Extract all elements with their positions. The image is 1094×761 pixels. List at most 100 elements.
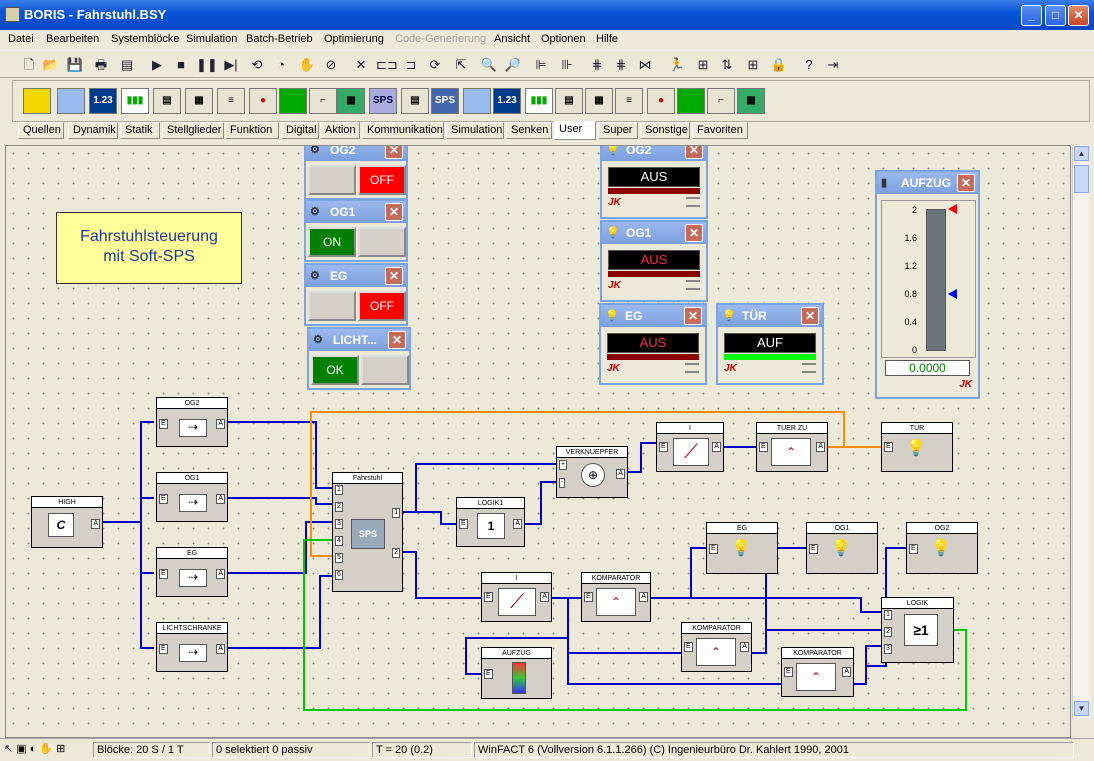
bicolor2-block-icon[interactable] — [677, 88, 705, 114]
sort-icon[interactable]: ⇅ — [721, 57, 733, 72]
cheese-block-icon[interactable] — [23, 88, 51, 114]
tab-super[interactable]: Super — [598, 122, 638, 139]
new-file-icon[interactable]: 🗋 — [23, 57, 35, 72]
switch-right-button[interactable] — [358, 227, 406, 257]
switch-left-button[interactable]: OK — [311, 355, 359, 385]
elevator-level-panel[interactable]: ▮AUFZUG✕ 2 1.6 1.2 0.8 0.4 0 0.0000 JK — [875, 170, 980, 399]
lamp-block-eg[interactable]: EG E 💡 — [706, 522, 778, 574]
scroll-thumb[interactable] — [1074, 165, 1089, 193]
scroll-up-icon[interactable]: ▲ — [1074, 146, 1089, 161]
input-port[interactable]: E — [459, 519, 468, 529]
grid2-icon[interactable]: ⊞ — [747, 57, 759, 72]
cut-icon[interactable]: ✕ — [355, 57, 367, 72]
close-button[interactable]: ✕ — [1068, 5, 1089, 26]
logic-block-logik1[interactable]: LOGIK1 E A 1 — [456, 497, 525, 547]
switch-panel-eg[interactable]: ⚙EG✕ OFF — [304, 263, 408, 326]
output-port[interactable]: A — [513, 519, 522, 529]
no-probe-icon[interactable]: ⊘ — [325, 57, 337, 72]
route-wires-icon[interactable]: ⋈ — [638, 57, 652, 72]
probe2-block-icon[interactable] — [463, 88, 491, 114]
lamp-panel-og1[interactable]: 💡OG1✕ AUS JK — [600, 220, 708, 302]
menu-batch-betrieb[interactable]: Batch-Betrieb — [246, 33, 313, 45]
align-right-icon[interactable]: ⊪ — [561, 57, 573, 72]
tab-simulation[interactable]: Simulation — [446, 122, 504, 139]
panel-close-icon[interactable]: ✕ — [685, 224, 703, 242]
panel-close-icon[interactable]: ✕ — [685, 146, 703, 159]
tab-user[interactable]: User — [554, 121, 596, 140]
output-port[interactable]: A — [216, 494, 225, 504]
menu-code-generierung[interactable]: Code-Generierung — [395, 33, 487, 45]
switch-block-og1[interactable]: OG1 E A ⇢ — [156, 472, 228, 522]
input-port[interactable]: E — [659, 442, 668, 452]
pause-icon[interactable]: ❚❚ — [196, 57, 218, 72]
input-port[interactable]: E — [709, 544, 718, 554]
copy-block-icon[interactable]: ⊏⊐ — [376, 57, 398, 72]
input-port[interactable]: E — [584, 592, 593, 602]
input-port-1[interactable]: 1 — [884, 610, 892, 620]
switch-right-button[interactable] — [361, 355, 409, 385]
output-port[interactable]: A — [712, 442, 721, 452]
grid-block-icon[interactable]: ▦ — [337, 88, 365, 114]
menu-optimierung[interactable]: Optimierung — [324, 33, 384, 45]
input-port-1[interactable]: 1 — [335, 485, 343, 495]
tab-stellglieder[interactable]: Stellglieder — [162, 122, 224, 139]
step-plot-block-icon[interactable]: ⌐ — [309, 88, 337, 114]
output-port[interactable]: A — [216, 569, 225, 579]
slider-block-icon[interactable]: ≡ — [217, 88, 245, 114]
display-block-aufzug[interactable]: AUFZUG E — [481, 647, 552, 699]
sps-block-icon[interactable]: SPS — [369, 88, 397, 114]
input-port[interactable]: E — [484, 669, 493, 679]
comparator-block-3[interactable]: KOMPARATOR E A ⌃ — [781, 647, 854, 697]
title-bar[interactable]: BORIS - Fahrstuhl.BSY _ □ ✕ — [0, 0, 1094, 30]
lamp-block-og1[interactable]: OG1 E 💡 — [806, 522, 878, 574]
play-icon[interactable]: ▶ — [152, 57, 162, 72]
block-diagram-canvas[interactable]: Fahrstuhlsteuerung mit Soft-SPS ⚙OG2✕ OF… — [5, 145, 1071, 738]
output-port[interactable]: A — [216, 644, 225, 654]
menu-datei[interactable]: Datei — [8, 33, 34, 45]
bicolor-block-icon[interactable] — [279, 88, 307, 114]
sps-block-fahrstuhl[interactable]: Fahrstuhl 1 2 3 4 5 6 1 2 SPS — [332, 472, 403, 592]
help-icon[interactable]: ? — [805, 57, 813, 72]
lamp-panel-eg[interactable]: 💡EG✕ AUS JK — [599, 303, 707, 385]
lamp-panel-tuer[interactable]: 💡TÜR✕ AUF JK — [716, 303, 824, 385]
switch-left-button[interactable]: ON — [308, 227, 356, 257]
rotate-block-icon[interactable]: ⟳ — [429, 57, 441, 72]
panel-close-icon[interactable]: ✕ — [801, 307, 819, 325]
zoom-out-icon[interactable]: 🔎 — [504, 57, 522, 72]
input-port[interactable]: E — [809, 544, 818, 554]
run-person-icon[interactable]: 🏃 — [668, 57, 686, 72]
switch-panel-og1[interactable]: ⚙OG1✕ ON — [304, 199, 408, 262]
panel-close-icon[interactable]: ✕ — [385, 203, 403, 221]
input-port-3[interactable]: 3 — [884, 644, 892, 654]
move-block-icon[interactable]: ⇱ — [455, 57, 467, 72]
switch-led-block-icon[interactable]: ● — [249, 88, 277, 114]
led-row2-block-icon[interactable]: ▤ — [555, 88, 583, 114]
tab-digital[interactable]: Digital — [281, 122, 319, 139]
logic-block-logik[interactable]: LOGIK 1 2 3 ≥1 — [881, 597, 954, 663]
output-port[interactable]: A — [740, 642, 749, 652]
slider2-block-icon[interactable]: ≡ — [615, 88, 643, 114]
led-row-block-icon[interactable]: ▤ — [153, 88, 181, 114]
align-left-icon[interactable]: ⊫ — [535, 57, 547, 72]
tab-kommunikation[interactable]: Kommunikation — [362, 122, 444, 139]
switch-block-og2[interactable]: OG2 E A ⇢ — [156, 397, 228, 447]
tab-funktion[interactable]: Funktion — [225, 122, 279, 139]
tab-favoriten[interactable]: Favoriten — [692, 122, 748, 139]
menu-ansicht[interactable]: Ansicht — [494, 33, 531, 45]
tab-sonstige[interactable]: Sonstige — [640, 122, 690, 139]
input-port-plus[interactable]: + — [559, 460, 568, 470]
input-port[interactable]: E — [159, 419, 168, 429]
panel-close-icon[interactable]: ✕ — [388, 331, 406, 349]
input-port-minus[interactable]: - — [559, 478, 566, 488]
tab-statik[interactable]: Statik — [120, 122, 160, 139]
output-port[interactable]: A — [540, 592, 549, 602]
open-folder-icon[interactable]: 📂 — [42, 57, 60, 72]
switch-left-button[interactable] — [308, 291, 356, 321]
output-port[interactable]: A — [842, 667, 851, 677]
probe-block-icon[interactable] — [57, 88, 85, 114]
menu-systembloecke[interactable]: Systemblöcke — [111, 33, 180, 45]
grid-icon[interactable]: ⊞ — [697, 57, 709, 72]
switch-right-button[interactable]: OFF — [358, 291, 406, 321]
summation-block-verknuepfer[interactable]: VERKNUEPFER + - A ⊕ — [556, 446, 628, 498]
input-port-6[interactable]: 6 — [335, 570, 343, 580]
